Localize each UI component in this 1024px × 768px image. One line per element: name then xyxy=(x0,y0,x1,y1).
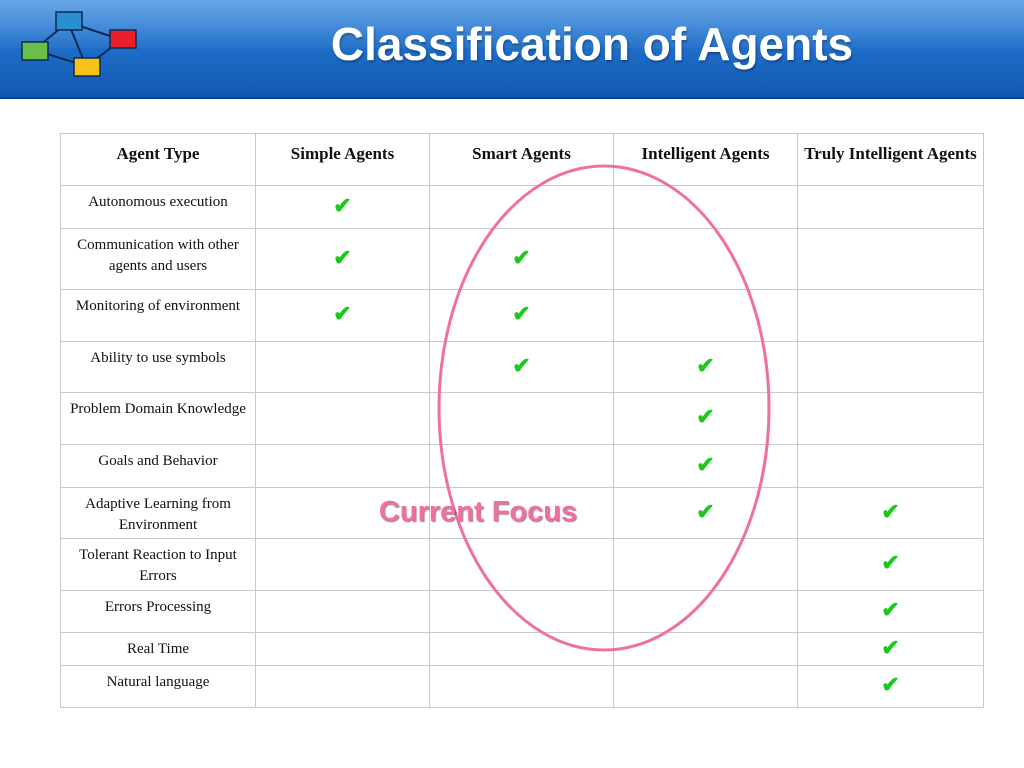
check-cell xyxy=(797,289,984,342)
checkmark-icon: ✔ xyxy=(696,404,715,429)
check-cell xyxy=(797,444,984,488)
checkmark-icon: ✔ xyxy=(696,498,715,524)
current-focus-label: Current Focus xyxy=(378,496,578,528)
table-row: Natural language ✔ xyxy=(60,665,984,708)
slide-title: Classification of Agents xyxy=(330,18,854,70)
checkmark-icon: ✔ xyxy=(333,244,352,270)
row-label: Natural language xyxy=(60,665,256,708)
header-smart-agents: Smart Agents xyxy=(429,133,614,186)
checkmark-icon: ✔ xyxy=(333,301,352,326)
row-label: Autonomous execution xyxy=(60,185,256,229)
check-cell xyxy=(255,392,430,445)
row-label: Errors Processing xyxy=(60,590,256,633)
check-cell xyxy=(429,538,614,591)
check-cell xyxy=(613,665,798,708)
check-cell: ✔ xyxy=(797,590,984,633)
check-cell xyxy=(255,538,430,591)
check-cell: ✔ xyxy=(797,538,984,591)
check-cell xyxy=(613,632,798,666)
check-cell: ✔ xyxy=(255,289,430,342)
table-row: Tolerant Reaction to Input Errors ✔ xyxy=(60,538,984,591)
check-cell: ✔ xyxy=(255,228,430,290)
table-row: Errors Processing ✔ xyxy=(60,590,984,633)
check-cell xyxy=(429,632,614,666)
check-cell xyxy=(429,185,614,229)
checkmark-icon: ✔ xyxy=(696,352,715,378)
check-cell xyxy=(613,590,798,633)
check-cell xyxy=(255,590,430,633)
agent-classification-table: Agent Type Simple Agents Smart Agents In… xyxy=(60,133,984,708)
checkmark-icon: ✔ xyxy=(881,634,900,660)
header-truly-intelligent-agents: Truly Intelligent Agents xyxy=(797,133,984,186)
network-diagram-logo-icon xyxy=(21,11,137,77)
row-label: Communication with other agents and user… xyxy=(60,228,256,290)
check-cell xyxy=(797,341,984,393)
check-cell: ✔ xyxy=(429,341,614,393)
check-cell: ✔ xyxy=(613,392,798,445)
row-label: Real Time xyxy=(60,632,256,666)
check-cell: ✔ xyxy=(613,341,798,393)
row-label: Tolerant Reaction to Input Errors xyxy=(60,538,256,591)
checkmark-icon: ✔ xyxy=(881,550,900,575)
check-cell xyxy=(797,392,984,445)
check-cell xyxy=(429,590,614,633)
check-cell xyxy=(429,665,614,708)
row-label: Monitoring of environment xyxy=(60,289,256,342)
checkmark-icon: ✔ xyxy=(881,498,900,524)
table-body: Autonomous execution ✔ Communication with … xyxy=(60,185,984,708)
check-cell xyxy=(255,444,430,488)
check-cell: ✔ xyxy=(255,185,430,229)
row-label: Problem Domain Knowledge xyxy=(60,392,256,445)
logo-yellow-box xyxy=(73,57,101,77)
table-row: Real Time ✔ xyxy=(60,632,984,666)
checkmark-icon: ✔ xyxy=(696,451,715,477)
check-cell: ✔ xyxy=(429,289,614,342)
check-cell xyxy=(797,228,984,290)
check-cell xyxy=(429,392,614,445)
logo-red-box xyxy=(109,29,137,49)
checkmark-icon: ✔ xyxy=(881,672,900,697)
logo-blue-box xyxy=(55,11,83,31)
checkmark-icon: ✔ xyxy=(881,597,900,622)
check-cell xyxy=(429,444,614,488)
header-simple-agents: Simple Agents xyxy=(255,133,430,186)
check-cell: ✔ xyxy=(797,632,984,666)
check-cell xyxy=(613,185,798,229)
check-cell: ✔ xyxy=(429,228,614,290)
header-agent-type: Agent Type xyxy=(60,133,256,186)
check-cell: ✔ xyxy=(797,665,984,708)
checkmark-icon: ✔ xyxy=(512,244,531,270)
row-label: Ability to use symbols xyxy=(60,341,256,393)
check-cell xyxy=(797,185,984,229)
check-cell xyxy=(613,228,798,290)
checkmark-icon: ✔ xyxy=(512,301,531,326)
check-cell: ✔ xyxy=(613,444,798,488)
table-row: Monitoring of environment ✔ ✔ xyxy=(60,289,984,342)
table-row: Ability to use symbols ✔ ✔ xyxy=(60,341,984,393)
check-cell xyxy=(613,289,798,342)
table-row: Autonomous execution ✔ xyxy=(60,185,984,229)
check-cell xyxy=(255,665,430,708)
check-cell xyxy=(255,632,430,666)
check-cell xyxy=(613,538,798,591)
table-row: Goals and Behavior ✔ xyxy=(60,444,984,488)
row-label: Adaptive Learning from Environment xyxy=(60,487,256,539)
header-gloss xyxy=(0,0,1024,48)
header-intelligent-agents: Intelligent Agents xyxy=(613,133,798,186)
check-cell xyxy=(255,341,430,393)
table-header-row: Agent Type Simple Agents Smart Agents In… xyxy=(60,133,984,186)
check-cell: ✔ xyxy=(797,487,984,539)
logo-green-box xyxy=(21,41,49,61)
table-row: Communication with other agents and user… xyxy=(60,228,984,290)
checkmark-icon: ✔ xyxy=(333,192,352,218)
slide-header: Classification of Agents xyxy=(0,0,1024,99)
table-row: Problem Domain Knowledge ✔ xyxy=(60,392,984,445)
check-cell: ✔ xyxy=(613,487,798,539)
row-label: Goals and Behavior xyxy=(60,444,256,488)
checkmark-icon: ✔ xyxy=(512,352,531,378)
